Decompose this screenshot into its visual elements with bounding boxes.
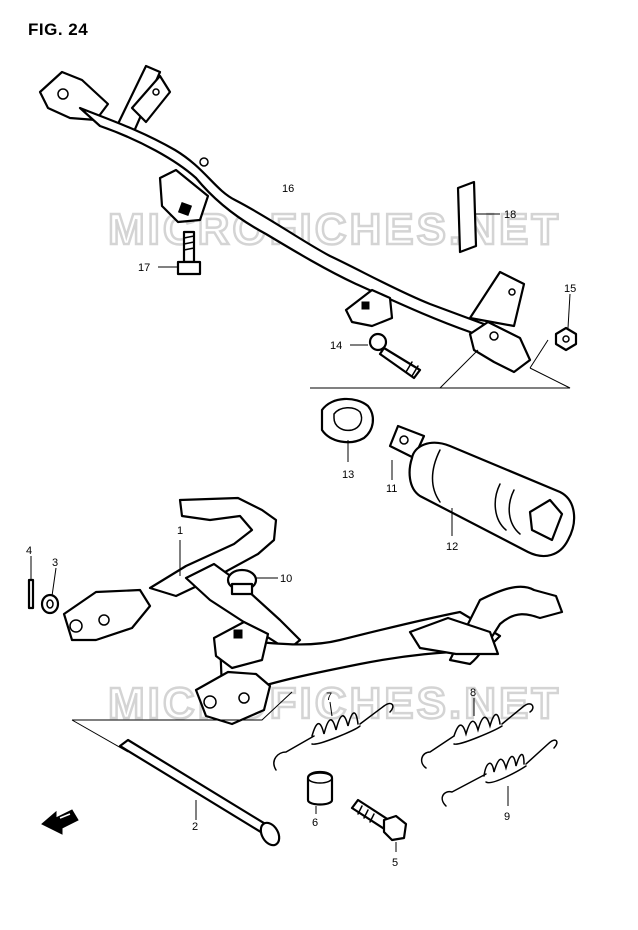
callout-11: 11 xyxy=(386,483,397,495)
part-5-bolt xyxy=(350,798,408,852)
callout-9: 9 xyxy=(504,811,510,823)
front-arrow-icon xyxy=(41,809,79,835)
callout-2: 2 xyxy=(192,821,198,833)
part-18-reflector-plate xyxy=(456,180,500,254)
part-4-cotter-pin xyxy=(27,556,35,610)
callout-8: 8 xyxy=(470,687,476,699)
figure-title: FIG. 24 xyxy=(28,20,89,39)
part-16-footrest-bracket xyxy=(38,64,532,374)
callout-4: 4 xyxy=(26,545,32,557)
callout-12: 12 xyxy=(446,541,458,553)
part-14-pin xyxy=(350,332,422,380)
part-6-collar xyxy=(306,770,334,814)
part-2-shaft xyxy=(118,738,281,847)
callout-5: 5 xyxy=(392,857,398,869)
callout-16: 16 xyxy=(282,183,294,195)
callout-17: 17 xyxy=(138,262,150,274)
part-12-footrest-rubber xyxy=(408,441,576,558)
callout-13: 13 xyxy=(342,469,354,481)
part-15-nut xyxy=(554,293,578,352)
part-8-spring xyxy=(420,698,534,769)
part-9-spring xyxy=(441,739,558,807)
watermark-bottom: MICROFICHES.NET xyxy=(108,679,561,728)
part-7-spring xyxy=(273,701,394,771)
callout-7: 7 xyxy=(326,691,332,703)
callout-1: 1 xyxy=(177,525,183,537)
part-1-center-stand xyxy=(62,496,564,726)
part-13-cushion xyxy=(320,397,374,462)
part-10-stopper xyxy=(226,568,278,596)
part-3-washer xyxy=(40,567,60,615)
callout-15: 15 xyxy=(564,283,576,295)
callout-14: 14 xyxy=(330,340,342,352)
callout-18: 18 xyxy=(504,209,516,221)
callout-3: 3 xyxy=(52,557,58,569)
part-17-bolt xyxy=(158,230,202,276)
callout-6: 6 xyxy=(312,817,318,829)
callout-10: 10 xyxy=(280,573,292,585)
